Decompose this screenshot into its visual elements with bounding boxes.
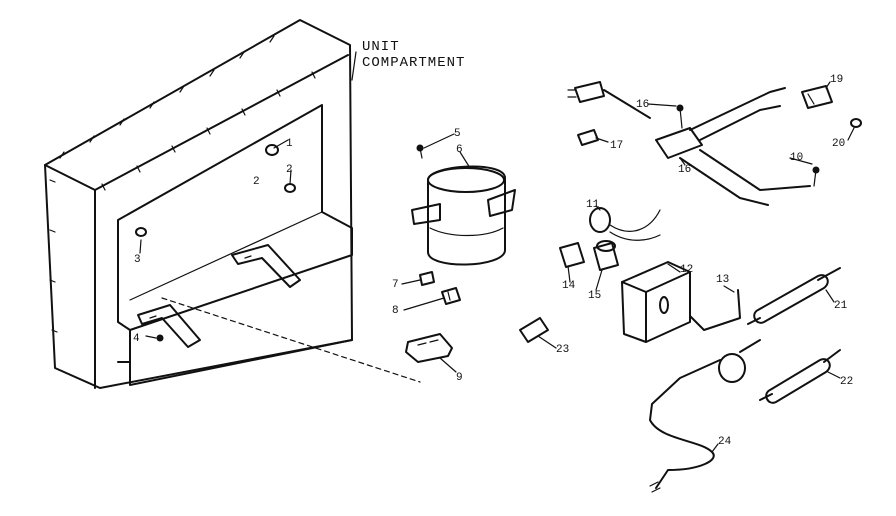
- connector-17: [577, 129, 599, 146]
- drier-22: [759, 349, 841, 404]
- title-line-1: UNIT: [362, 39, 400, 55]
- label-16a: 16: [636, 99, 649, 111]
- label-14: 14: [562, 280, 576, 292]
- label-17: 17: [610, 140, 623, 152]
- screw-20: [850, 118, 862, 128]
- wire-harness: [655, 87, 820, 206]
- label-7: 7: [392, 279, 399, 291]
- label-12: 12: [680, 264, 693, 276]
- label-11: 11: [586, 199, 600, 211]
- relay-15: [593, 240, 619, 271]
- mounting-bracket-front: [137, 304, 201, 348]
- leader-lines: [139, 51, 855, 453]
- clip-13: [689, 289, 741, 331]
- capillary-tube-24: [649, 339, 761, 493]
- label-2a: 2: [286, 164, 293, 176]
- grommet-7: [419, 271, 435, 286]
- tube-23: [519, 317, 549, 343]
- terminal-cover: [621, 261, 691, 343]
- bracket-19: [801, 85, 833, 109]
- leader-line: [161, 297, 421, 383]
- title-line-2: COMPARTMENT: [362, 55, 465, 71]
- label-3: 3: [134, 254, 141, 266]
- label-2b: 2: [253, 176, 260, 188]
- label-9: 9: [456, 372, 463, 384]
- label-23: 23: [556, 344, 569, 356]
- overload-11: [589, 207, 661, 241]
- label-24: 24: [718, 436, 732, 448]
- power-cord-plug: [567, 81, 651, 119]
- label-19: 19: [830, 74, 843, 86]
- label-20: 20: [832, 138, 845, 150]
- unit-compartment-frame: [44, 19, 353, 389]
- clip-8: [441, 287, 461, 305]
- label-22: 22: [840, 376, 853, 388]
- label-6: 6: [456, 144, 463, 156]
- mounting-bracket-rear: [231, 244, 301, 288]
- relay-14: [559, 242, 585, 268]
- label-10: 10: [790, 152, 803, 164]
- label-16b: 16: [678, 164, 691, 176]
- grommet-part: [135, 144, 296, 342]
- label-5: 5: [454, 128, 461, 140]
- label-8: 8: [392, 305, 399, 317]
- label-4: 4: [133, 333, 140, 345]
- label-13: 13: [716, 274, 729, 286]
- label-15: 15: [588, 290, 601, 302]
- drier-21: [747, 267, 841, 325]
- label-1: 1: [286, 138, 293, 150]
- label-21: 21: [834, 300, 848, 312]
- mount-9: [405, 333, 453, 363]
- compressor: [411, 144, 516, 266]
